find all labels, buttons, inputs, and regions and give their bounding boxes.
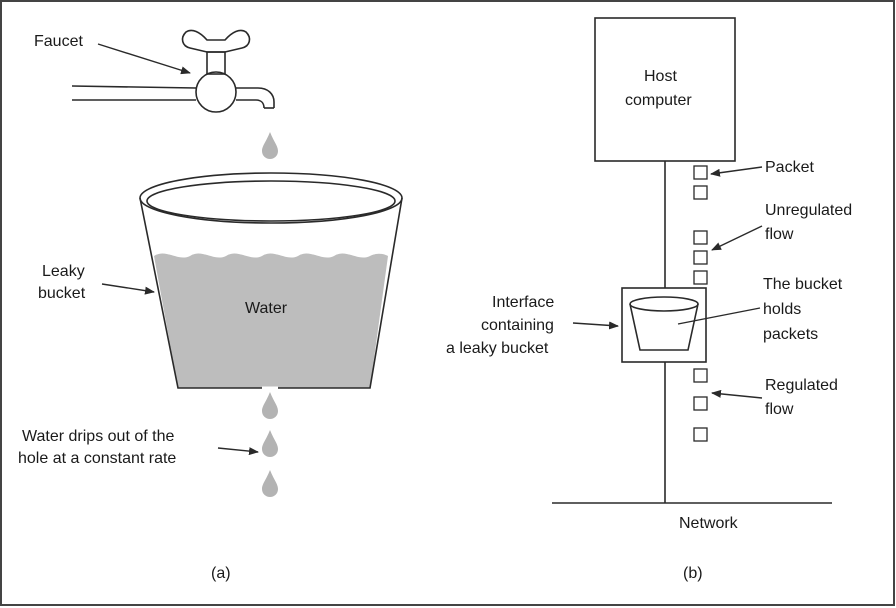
- faucet-arrow: [97, 43, 191, 75]
- packet-icon: [693, 396, 708, 411]
- water-drop-icon: [262, 430, 278, 457]
- bucket-holds-label-line3: packets: [763, 326, 818, 343]
- interface-label-line1: Interface: [492, 294, 554, 311]
- packet-icon: [693, 427, 708, 442]
- packet-icon: [693, 185, 708, 200]
- water-label: Water: [245, 300, 288, 317]
- bucket-holds-label-line1: The bucket: [763, 276, 843, 293]
- caption-a: (a): [211, 565, 231, 582]
- drips-label-line2: hole at a constant rate: [18, 450, 176, 467]
- faucet-icon: [71, 29, 275, 113]
- unregulated-label-line2: flow: [765, 226, 794, 243]
- interface-box: [621, 287, 707, 363]
- packet-icon: [693, 165, 708, 180]
- regulated-label-line2: flow: [765, 401, 794, 418]
- water-drop-icon: [262, 470, 278, 497]
- unregulated-label-line1: Unregulated: [765, 202, 852, 219]
- panel-b: Host computer Network Packet Unregulated…: [446, 17, 852, 582]
- unregulated-arrow: [711, 225, 763, 251]
- bucket-label-line2: bucket: [38, 285, 86, 302]
- host-label-line1: Host: [644, 68, 677, 85]
- regulated-arrow: [711, 389, 763, 399]
- bucket-holds-label-line2: holds: [763, 301, 801, 318]
- packet-icon: [693, 368, 708, 383]
- panel-a: Faucet Water Leaky bucket Water drips ou…: [18, 29, 403, 582]
- packet-icon: [693, 270, 708, 285]
- regulated-label-line1: Regulated: [765, 377, 838, 394]
- water-fill: [154, 253, 388, 388]
- bucket-arrow: [101, 283, 155, 295]
- bucket-label-line1: Leaky: [42, 263, 85, 280]
- bucket-holds-arrow: [677, 307, 761, 325]
- network-label: Network: [679, 515, 739, 532]
- faucet-label: Faucet: [34, 33, 83, 50]
- packet-icon: [693, 250, 708, 265]
- packet-label: Packet: [765, 159, 814, 176]
- interface-label-line2: containing: [481, 317, 554, 334]
- water-drop-icon: [262, 132, 278, 159]
- host-label-line2: computer: [625, 92, 692, 109]
- packet-arrow: [710, 166, 763, 177]
- small-bucket-icon: [629, 296, 699, 351]
- interface-arrow: [572, 321, 619, 330]
- host-computer-box: [594, 17, 736, 162]
- drips-arrow: [217, 447, 259, 456]
- packet-icon: [693, 230, 708, 245]
- interface-label-line3: a leaky bucket: [446, 340, 549, 357]
- caption-b: (b): [683, 565, 703, 582]
- water-drop-icon: [262, 392, 278, 419]
- leaky-bucket-icon: [139, 172, 403, 390]
- drips-label-line1: Water drips out of the: [22, 428, 174, 445]
